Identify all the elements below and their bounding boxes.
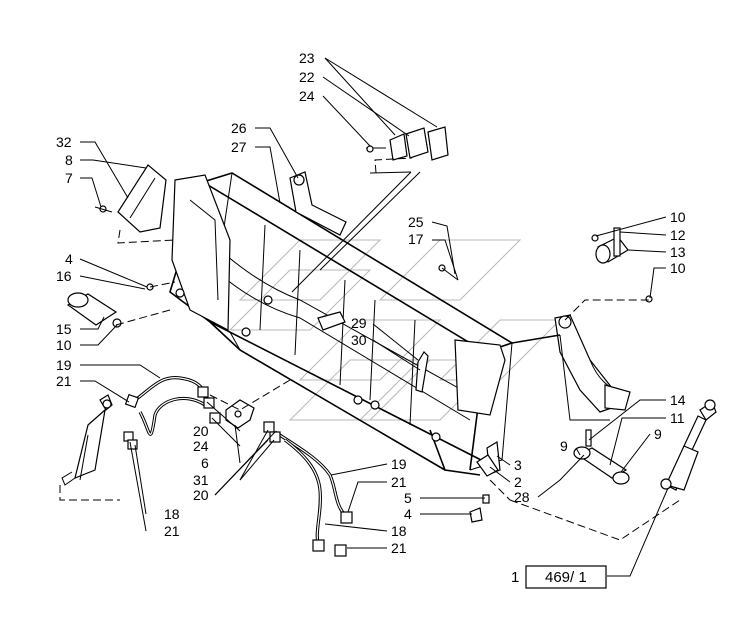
- pin-15: [66, 283, 154, 328]
- callout-21: 21: [56, 373, 72, 389]
- callout-26: 26: [231, 120, 247, 136]
- callout-23: 23: [299, 50, 315, 66]
- callout-32: 32: [56, 134, 72, 150]
- callout-14: 14: [670, 392, 686, 408]
- callout-9-left: 9: [560, 438, 568, 454]
- callout-17: 17: [408, 231, 424, 247]
- callout-15: 15: [56, 321, 72, 337]
- callout-4-lower: 4: [404, 506, 412, 522]
- callout-21-bottom: 21: [391, 540, 407, 556]
- fasteners: [469, 441, 501, 523]
- callout-29: 29: [351, 315, 367, 331]
- callout-12: 12: [670, 227, 686, 243]
- callout-13: 13: [670, 244, 686, 260]
- hydraulic-cylinder-right: [660, 399, 717, 491]
- reference-label: 469/ 1: [545, 569, 587, 586]
- callout-24-lower: 24: [193, 438, 209, 454]
- wear-strip: [415, 264, 459, 393]
- callout-6: 6: [201, 455, 209, 471]
- callout-21-lower-left: 21: [164, 523, 180, 539]
- explode-lines: [59, 157, 681, 541]
- callout-28: 28: [514, 489, 530, 505]
- callout-11: 11: [670, 410, 685, 426]
- callout-3: 3: [514, 457, 522, 473]
- callout-8: 8: [65, 152, 73, 168]
- callout-7: 7: [65, 170, 73, 186]
- reference-box: 1 469/ 1: [511, 565, 607, 589]
- hydraulic-cylinder-left: [61, 394, 113, 486]
- callout-18: 18: [164, 506, 180, 522]
- callout-27: 27: [231, 139, 247, 155]
- callout-19-lower: 19: [391, 456, 407, 472]
- pin-13: [591, 227, 653, 303]
- callout-20-lower: 20: [193, 487, 209, 503]
- callout-10-mid: 10: [670, 260, 686, 276]
- callout-24: 24: [299, 88, 315, 104]
- callout-21-lower: 21: [391, 474, 407, 490]
- callout-4: 4: [65, 251, 73, 267]
- left-side-plate: [171, 174, 231, 331]
- callout-labels: 23 22 24 26 27 32 8 7 4 16 15 10 19 21 2…: [56, 50, 686, 556]
- side-cutter-plate: [94, 164, 167, 233]
- bucket-assembly: [169, 171, 631, 476]
- callout-31: 31: [193, 472, 209, 488]
- cutting-edge-segments: [366, 126, 449, 161]
- callout-2: 2: [514, 474, 522, 490]
- callout-10-top: 10: [670, 209, 686, 225]
- right-end-plate: [454, 339, 506, 416]
- callout-30: 30: [351, 332, 367, 348]
- callout-19: 19: [56, 357, 72, 373]
- callout-20: 20: [193, 423, 209, 439]
- callout-18-lower: 18: [391, 523, 407, 539]
- callout-10: 10: [56, 337, 72, 353]
- callout-1: 1: [511, 569, 519, 586]
- callout-5: 5: [404, 490, 412, 506]
- callout-9-right: 9: [654, 426, 662, 442]
- hoses: [123, 376, 353, 557]
- callout-16: 16: [56, 268, 72, 284]
- watermark-logo: [228, 239, 562, 421]
- upper-bracket-left: [289, 171, 347, 236]
- pin-11: [573, 429, 630, 485]
- leader-lines: [79, 57, 669, 577]
- callout-25: 25: [408, 214, 424, 230]
- callout-22: 22: [299, 69, 315, 85]
